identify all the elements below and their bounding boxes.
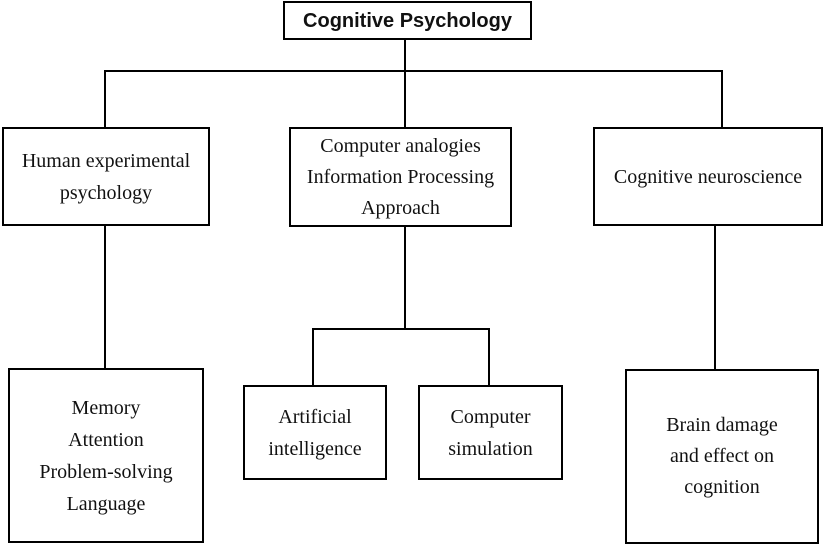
- connector-sub-right-drop: [488, 328, 490, 386]
- connector-mid-stem: [404, 226, 406, 330]
- node-experimental-topics: Memory Attention Problem-solving Languag…: [8, 368, 204, 543]
- connector-right-drop: [721, 70, 723, 128]
- node-cognitive-neuroscience: Cognitive neuroscience: [593, 127, 823, 226]
- connector-sub-left-drop: [312, 328, 314, 386]
- connector-sub-horizontal: [312, 328, 490, 330]
- connector-root-stem: [404, 40, 406, 127]
- node-information-processing-approach: Computer analogies Information Processin…: [289, 127, 512, 227]
- node-cognitive-psychology: Cognitive Psychology: [283, 1, 532, 40]
- connector-left-stem: [104, 225, 106, 369]
- node-artificial-intelligence: Artificial intelligence: [243, 385, 387, 480]
- connector-left-drop: [104, 70, 106, 128]
- node-brain-damage: Brain damage and effect on cognition: [625, 369, 819, 544]
- node-computer-simulation: Computer simulation: [418, 385, 563, 480]
- connector-right-stem: [714, 225, 716, 370]
- node-human-experimental-psychology: Human experimental psychology: [2, 127, 210, 226]
- connector-main-horizontal: [104, 70, 723, 72]
